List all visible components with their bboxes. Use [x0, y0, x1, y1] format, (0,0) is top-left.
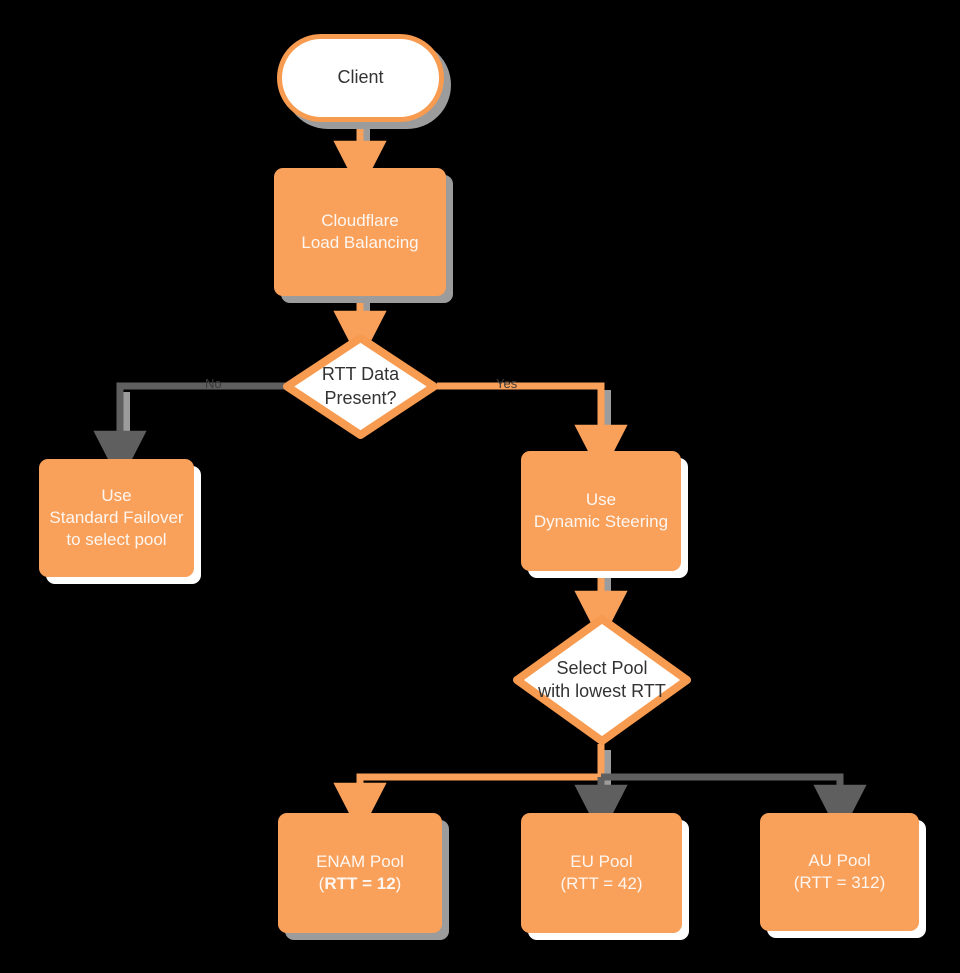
sf-line-3: to select pool: [66, 530, 167, 550]
au-line-2: (RTT = 312): [793, 873, 886, 892]
node-load-balancer[interactable]: Cloudflare Load Balancing: [274, 168, 446, 296]
eu-line-2: (RTT = 42): [560, 874, 643, 893]
node-select-pool[interactable]: Select Pool with lowest RTT: [513, 615, 691, 745]
lb-line-1: Cloudflare: [321, 210, 399, 230]
enam-paren-open: (: [318, 874, 325, 893]
enam-paren-close: ): [395, 874, 402, 893]
ds-line-2: Dynamic Steering: [533, 512, 669, 531]
eu-line-1: EU Pool: [570, 851, 633, 871]
enam-line-2: (RTT = 12): [316, 873, 404, 895]
node-enam-pool[interactable]: ENAM Pool (RTT = 12): [278, 813, 442, 933]
sf-line-1: Use: [101, 485, 132, 505]
enam-rtt-value: RTT = 12: [324, 874, 396, 893]
node-rtt-decision-label: RTT Data Present?: [283, 363, 438, 410]
node-au-pool-label: AU Pool (RTT = 312): [794, 850, 886, 894]
sf-line-2: Standard Failover: [49, 507, 184, 527]
ds-line-1: Use: [585, 489, 617, 509]
node-client[interactable]: Client: [277, 34, 444, 122]
node-load-balancer-label: Cloudflare Load Balancing: [301, 210, 418, 254]
edge-select-pool-to-enam: [333, 744, 605, 835]
node-dynamic-steering[interactable]: Use Dynamic Steering: [521, 451, 681, 571]
node-rtt-decision[interactable]: RTT Data Present?: [283, 334, 438, 439]
node-enam-pool-label: ENAM Pool (RTT = 12): [316, 851, 404, 895]
edge-select-pool-to-au: [601, 773, 867, 837]
edge-rtt-yes-to-dynamic-steering: [437, 382, 628, 477]
rtt-diamond-shape: [283, 334, 438, 439]
node-eu-pool[interactable]: EU Pool (RTT = 42): [521, 813, 682, 933]
edge-label-yes: Yes: [496, 376, 518, 391]
node-standard-failover[interactable]: Use Standard Failover to select pool: [39, 459, 194, 577]
edge-label-no: No: [205, 376, 222, 391]
node-select-pool-label: Select Pool with lowest RTT: [513, 657, 691, 704]
node-au-pool[interactable]: AU Pool (RTT = 312): [760, 813, 919, 931]
sp-line-2: with lowest RTT: [538, 681, 666, 701]
enam-line-1: ENAM Pool: [316, 851, 404, 871]
node-eu-pool-label: EU Pool (RTT = 42): [560, 851, 642, 895]
au-line-1: AU Pool: [808, 850, 871, 870]
node-dynamic-steering-label: Use Dynamic Steering: [534, 489, 668, 533]
node-standard-failover-label: Use Standard Failover to select pool: [49, 485, 183, 551]
node-client-label: Client: [337, 67, 384, 88]
rtt-line-2: Present?: [324, 387, 397, 408]
select-pool-diamond-shape: [513, 615, 691, 745]
lb-line-2: Load Balancing: [301, 233, 419, 252]
sp-line-1: Select Pool: [556, 657, 648, 678]
rtt-line-1: RTT Data: [321, 364, 400, 385]
edge-rtt-no-to-standard-failover: [93, 382, 285, 483]
